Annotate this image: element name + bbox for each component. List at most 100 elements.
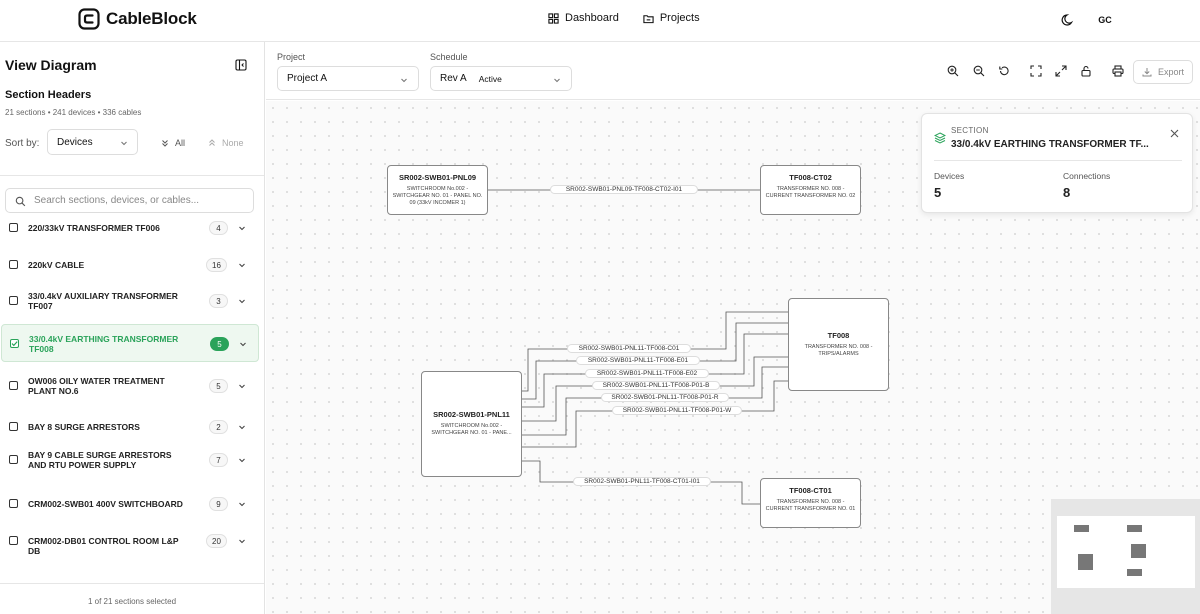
user-avatar[interactable]: GC — [1098, 15, 1112, 25]
section-checkbox[interactable] — [9, 499, 18, 508]
section-checkbox[interactable] — [10, 339, 19, 348]
diagram-toolbar: Project Project A Schedule Rev A Active … — [266, 42, 1200, 100]
nav-projects-label: Projects — [659, 12, 700, 24]
select-all-button[interactable]: All — [161, 138, 185, 148]
section-checkbox[interactable] — [9, 381, 18, 390]
select-none-button[interactable]: None — [208, 138, 244, 148]
cable-label[interactable]: SR002-SWB01-PNL11-TF008-P01-B — [592, 381, 720, 390]
cable-label[interactable]: SR002-SWB01-PNL11-TF008-P01-W — [612, 406, 742, 415]
select-none-label: None — [222, 138, 244, 148]
chevron-down-icon[interactable] — [238, 382, 246, 390]
check-icon — [11, 341, 18, 347]
divider — [0, 583, 264, 584]
reset-icon[interactable] — [998, 65, 1010, 77]
section-item[interactable]: BAY 9 CABLE SURGE ARRESTORS AND RTU POWE… — [0, 441, 264, 479]
section-label: CRM002-SWB01 400V SWITCHBOARD — [28, 499, 183, 509]
chevron-down-icon[interactable] — [238, 297, 246, 305]
section-search-input[interactable]: Search sections, devices, or cables... — [5, 188, 254, 213]
section-item[interactable]: 33/0.4kV EARTHING TRANSFORMER TF008 5 — [1, 324, 259, 362]
schedule-select[interactable]: Rev A Active — [430, 66, 572, 91]
folder-icon — [643, 14, 654, 23]
chevron-down-icon[interactable] — [238, 261, 246, 269]
divider — [0, 175, 264, 176]
chevron-down-icon[interactable] — [238, 224, 246, 232]
print-icon[interactable] — [1112, 65, 1124, 77]
zoom-in-icon[interactable] — [947, 65, 959, 77]
section-checkbox[interactable] — [9, 296, 18, 305]
chevron-down-icon — [554, 78, 560, 83]
chevron-down-icon[interactable] — [238, 537, 246, 545]
close-icon[interactable] — [1170, 129, 1179, 138]
device-node-tf008[interactable]: TF008 TRANSFORMER NO. 008 - TRIPS/ALARMS — [788, 298, 889, 391]
brand[interactable]: CableBlock — [78, 8, 197, 30]
main-nav: Dashboard Projects — [548, 12, 700, 24]
devices-value: 5 — [934, 185, 942, 200]
section-label: 33/0.4kV EARTHING TRANSFORMER TF008 — [29, 334, 179, 354]
device-node-desc: SWITCHROOM No.002 - SWITCHGEAR NO. 01 - … — [431, 423, 512, 436]
device-node-tf008-ct02[interactable]: TF008-CT02 TRANSFORMER NO. 008 - CURRENT… — [760, 165, 861, 215]
diagram-canvas[interactable]: SR002-SWB01-PNL09 SWITCHROOM No.002 - SW… — [266, 101, 1200, 614]
export-button[interactable]: Export — [1133, 60, 1193, 84]
expand-icon[interactable] — [1055, 65, 1067, 77]
sidebar-stats: 21 sections • 241 devices • 336 cables — [5, 108, 142, 117]
minimap-node — [1078, 554, 1093, 570]
cable-label[interactable]: SR002-SWB01-PNL11-TF008-E02 — [585, 369, 709, 378]
project-select[interactable]: Project A — [277, 66, 419, 91]
device-node-sr002-swb01-pnl11[interactable]: SR002-SWB01-PNL11 SWITCHROOM No.002 - SW… — [421, 371, 522, 477]
device-node-title: TF008-CT01 — [789, 486, 832, 495]
sidebar-collapse-icon[interactable] — [235, 59, 247, 71]
cable-label[interactable]: SR002-SWB01-PNL11-TF008-P01-R — [601, 393, 729, 402]
fit-view-icon[interactable] — [1030, 65, 1042, 77]
schedule-value: Rev A — [440, 73, 467, 84]
device-node-tf008-ct01[interactable]: TF008-CT01 TRANSFORMER NO. 008 - CURRENT… — [760, 478, 861, 528]
cable-label[interactable]: SR002-SWB01-PNL11-TF008-CT01-I01 — [573, 477, 711, 486]
nav-dashboard-label: Dashboard — [565, 12, 619, 24]
section-checkbox[interactable] — [9, 455, 18, 464]
cable-label[interactable]: SR002-SWB01-PNL09-TF008-CT02-I01 — [550, 185, 698, 194]
cableblock-logo-icon — [78, 8, 100, 30]
section-checkbox[interactable] — [9, 536, 18, 545]
minimap-node — [1127, 569, 1142, 576]
device-count-badge: 3 — [209, 294, 228, 308]
device-node-desc: SWITCHROOM No.002 - SWITCHGEAR NO. 01 - … — [392, 186, 483, 206]
connections-value: 8 — [1063, 185, 1071, 200]
info-card-kicker: SECTION — [951, 126, 989, 135]
minimap-node — [1131, 544, 1146, 558]
device-node-title: SR002-SWB01-PNL09 — [398, 173, 477, 182]
section-label: 220/33kV TRANSFORMER TF006 — [28, 223, 160, 233]
chevron-down-icon[interactable] — [238, 500, 246, 508]
moon-icon[interactable] — [1061, 13, 1075, 27]
chevron-down-icon[interactable] — [239, 340, 247, 348]
app-name: CableBlock — [106, 9, 197, 28]
cable-label[interactable]: SR002-SWB01-PNL11-TF008-C01 — [567, 344, 691, 353]
device-node-desc: TRANSFORMER NO. 008 - CURRENT TRANSFORME… — [765, 499, 856, 512]
minimap[interactable] — [1051, 499, 1200, 614]
device-node-sr002-swb01-pnl09[interactable]: SR002-SWB01-PNL09 SWITCHROOM No.002 - SW… — [387, 165, 488, 215]
chevron-down-icon — [401, 78, 407, 83]
cable-label[interactable]: SR002-SWB01-PNL11-TF008-E01 — [576, 356, 700, 365]
section-checkbox[interactable] — [9, 422, 18, 431]
section-info-card: SECTION 33/0.4kV EARTHING TRANSFORMER TF… — [921, 113, 1193, 213]
nav-dashboard[interactable]: Dashboard — [548, 12, 619, 24]
chevron-down-icon[interactable] — [238, 456, 246, 464]
nav-projects[interactable]: Projects — [643, 12, 700, 24]
device-count-badge: 5 — [210, 337, 229, 351]
sidebar: View Diagram Section Headers 21 sections… — [0, 42, 265, 614]
section-checkbox[interactable] — [9, 223, 18, 232]
device-count-badge: 20 — [206, 534, 227, 548]
chevron-down-icon[interactable] — [238, 423, 246, 431]
unlock-icon[interactable] — [1080, 65, 1092, 77]
sort-select[interactable]: Devices — [47, 129, 138, 155]
sidebar-title: View Diagram — [5, 57, 97, 73]
download-icon — [1142, 68, 1152, 77]
zoom-out-icon[interactable] — [973, 65, 985, 77]
section-checkbox[interactable] — [9, 260, 18, 269]
devices-label: Devices — [934, 171, 965, 181]
